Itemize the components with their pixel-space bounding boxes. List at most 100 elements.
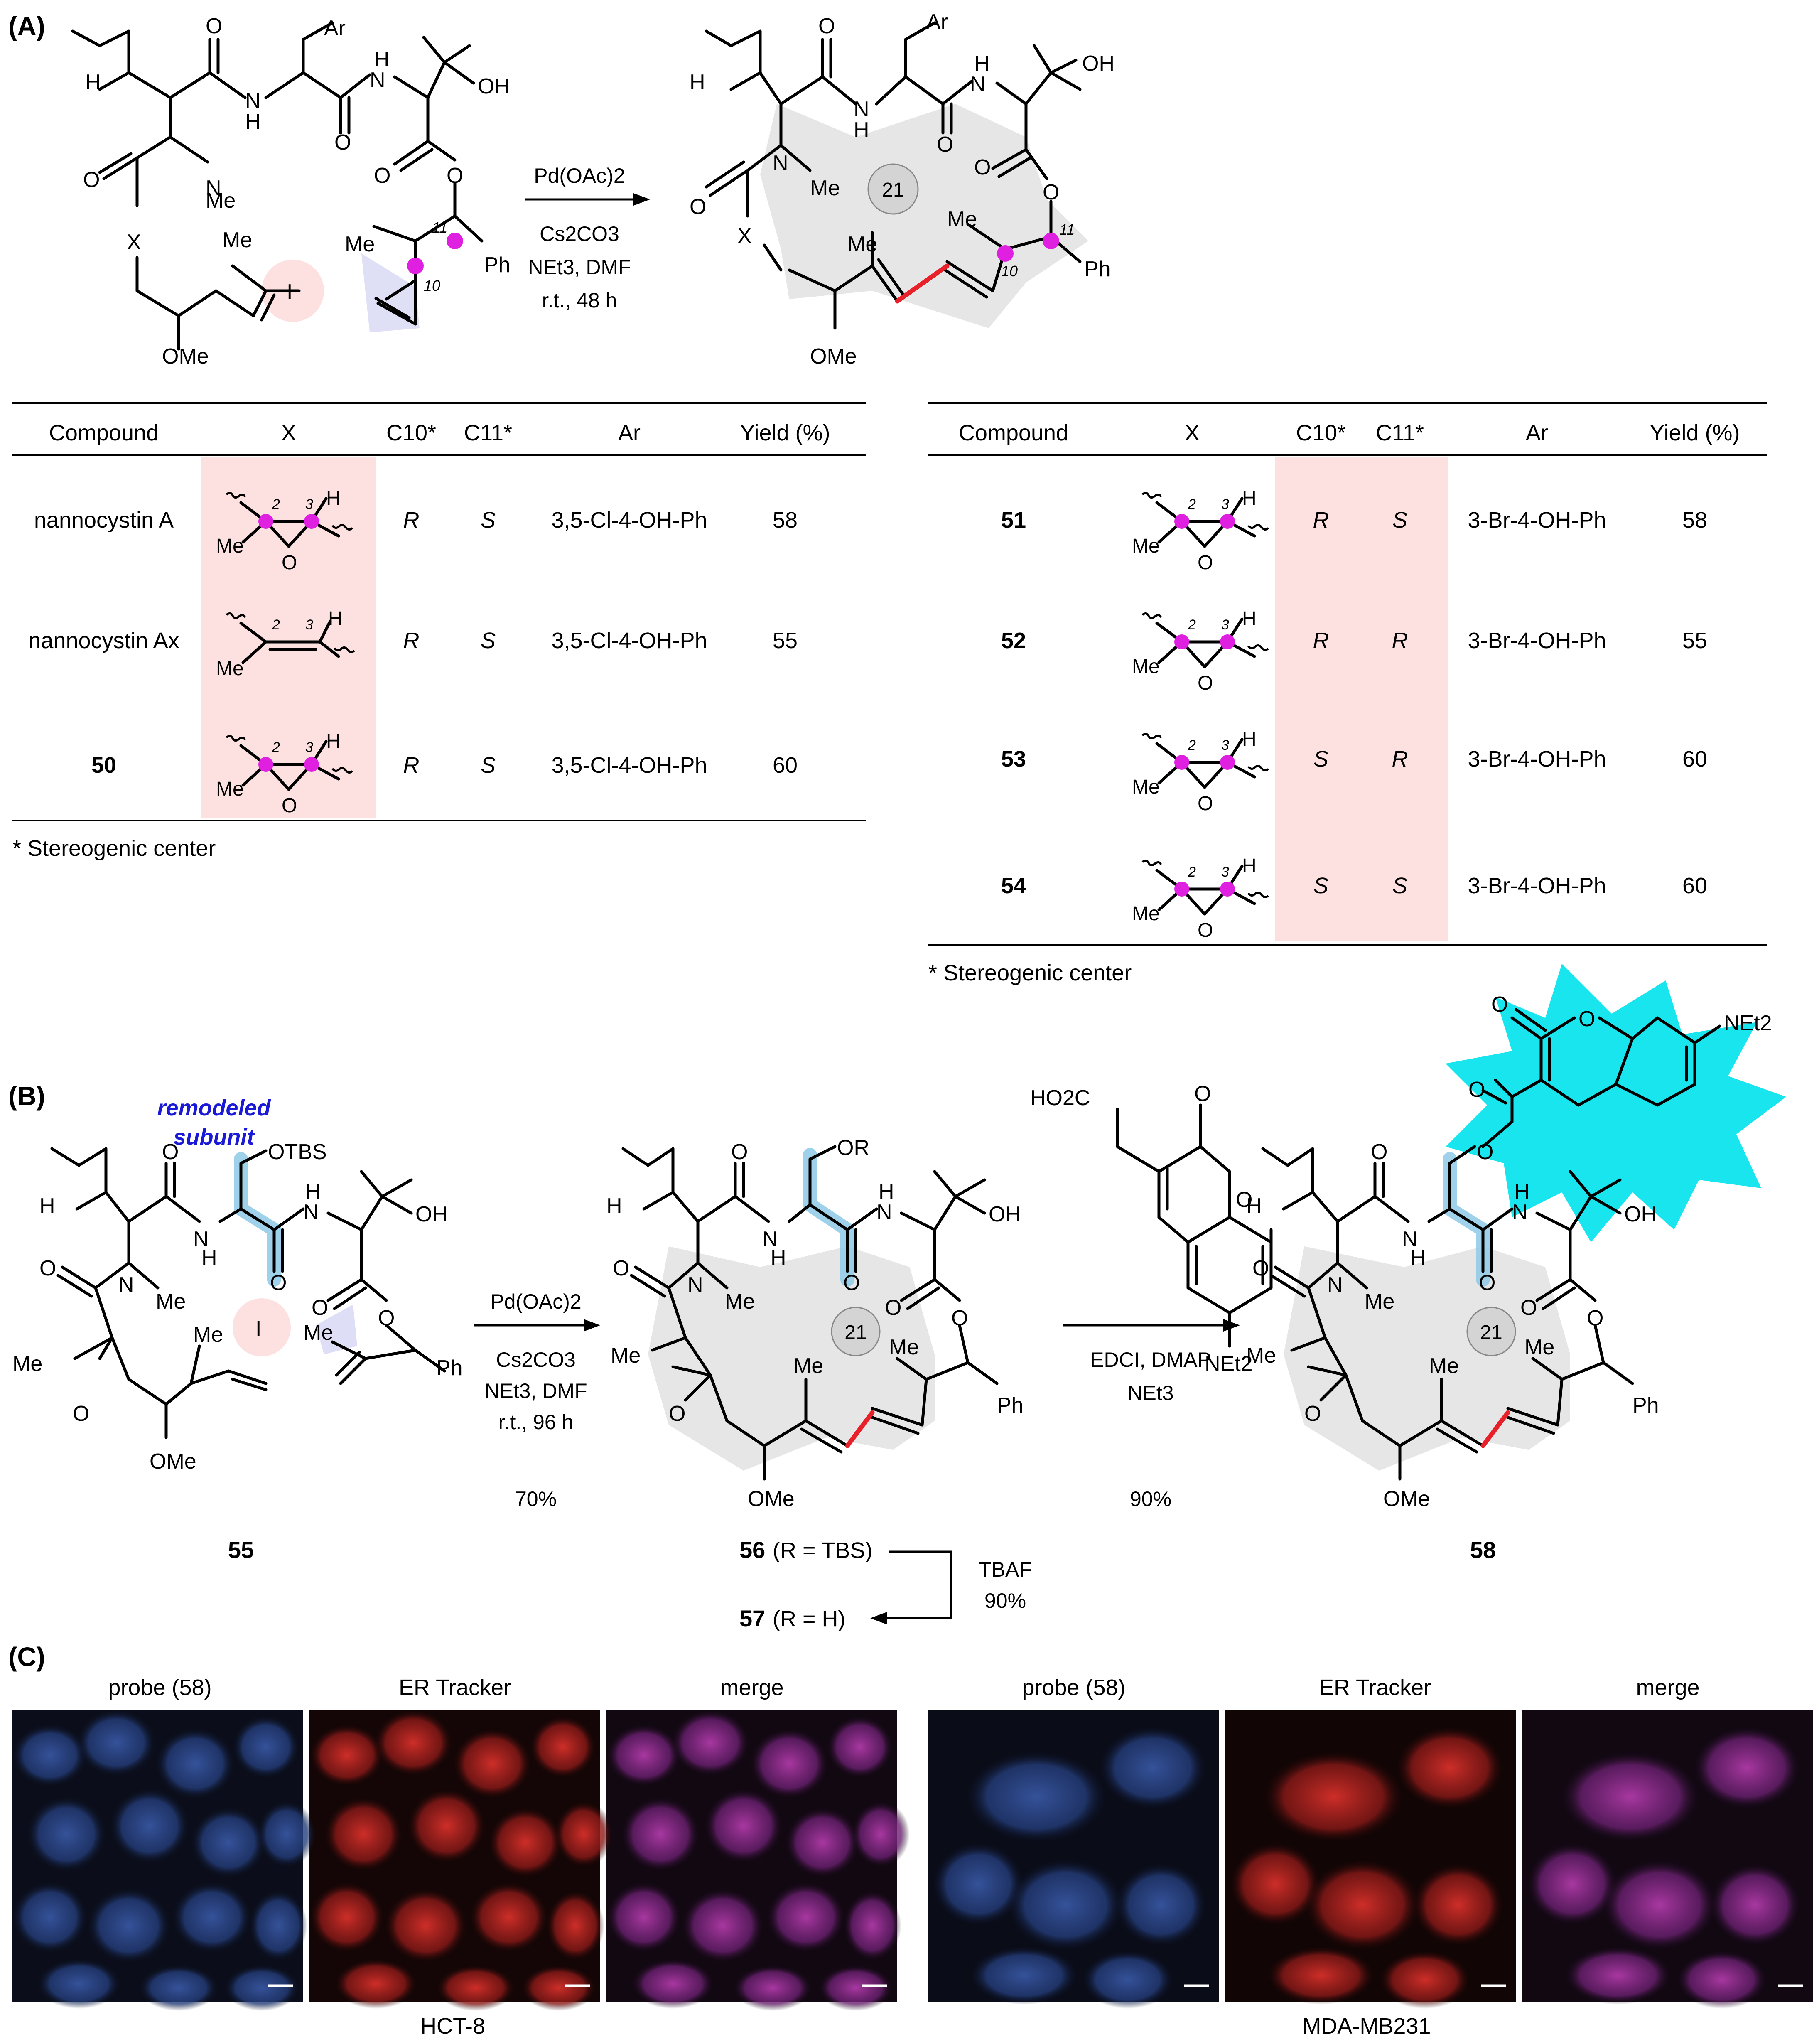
atom-n: N [1402,1227,1418,1251]
atom-o: O [1479,1271,1495,1295]
compound-number: 58 [1470,1537,1496,1563]
column-header: Yield (%) [1650,420,1740,445]
atom-h: H [305,1179,321,1204]
cell-blob [785,1807,860,1878]
atom-o: O [669,1402,685,1426]
compound-56-labels: OR H O N H O N H OH O O N Me O Me O Me M… [606,1136,1024,1631]
cell-blob [530,1716,596,1778]
cell-blob [1099,1726,1207,1809]
table-cell: 60 [1682,873,1707,898]
atom-me: Me [1246,1344,1276,1368]
atom-h: H [374,47,390,71]
table-cell: R [1392,747,1408,771]
table-cell: S [481,628,496,653]
atom-o: O [1194,1082,1211,1106]
cell-blob [12,1882,87,1953]
atom-o: O [613,1256,629,1280]
table-cell: 55 [773,628,798,653]
cell-blob [933,1843,1024,1926]
reagent-text: r.t., 48 h [542,289,617,312]
cell-blob [606,1882,681,1953]
macrocycle-labels-a: Ar H O N H O N H OH O O N Me O X Me OMe … [690,10,1114,369]
cell-blob [1676,1951,1767,2009]
atom-n: N [876,1200,892,1224]
cell-blob [436,1965,515,2011]
epoxide-fragment: Me O H 2 3 [216,487,352,574]
compound-55-labels: OTBS H O N H O N H OH O O N Me O Me O Me… [12,1140,463,1563]
footnote: * Stereogenic center [928,961,1132,985]
cell-blob [1560,1751,1701,1843]
yield-text: 70% [515,1487,557,1511]
reaction-arrow-b1 [474,1319,600,1332]
atom-o: O [1520,1296,1537,1320]
atom-n: N [970,72,986,96]
atom-n: N [1327,1273,1343,1297]
table-cell: R [1392,628,1408,653]
cell-blob [852,1801,910,1867]
atom-me: Me [810,176,840,200]
epoxide-fragment: Me O H 2 3 [1132,608,1268,694]
table-cell: nannocystin A [34,508,174,533]
table-cell: R [1313,508,1329,533]
atom-o: O [282,795,297,817]
atom-o: O [937,133,953,157]
atom-me: Me [12,1352,42,1376]
atom-me: Me [1132,903,1160,925]
atom-i: I [255,1317,261,1341]
locant-11: 11 [1059,221,1075,238]
atom-h: H [326,730,341,752]
atom-h: H [326,487,341,509]
cell-blob [1412,1863,1504,1946]
stereocenter-dot [997,245,1014,262]
table-cell: S [1313,747,1328,771]
atom-o: O [1198,793,1213,815]
atom-o: O [843,1271,860,1295]
cell-blob [87,1888,170,1963]
yield-text: 90% [1130,1487,1171,1511]
cell-blob [139,1965,218,2011]
column-header: X [281,420,296,445]
atom-o: O [1198,919,1213,941]
atom-o: O [73,1402,89,1426]
cell-line-label: MDA-MB231 [1302,2014,1431,2039]
table-cell: nannocystin Ax [28,628,179,653]
cell-blob [1007,1859,1124,1951]
atom-ome: OMe [810,344,857,369]
atom-o: O [951,1306,968,1330]
table-cell: S [1392,508,1407,533]
table-cell: 58 [1682,508,1707,533]
atom-h: H [1242,855,1257,877]
atom-h: H [854,118,869,142]
epoxide-fragment: Me O H 2 3 [216,730,352,817]
micrograph-label: probe (58) [1022,1675,1125,1700]
cell-blob [750,1728,829,1799]
locant-3: 3 [1221,864,1229,880]
footnote: * Stereogenic center [12,836,216,861]
atom-n: N [193,1227,209,1251]
locant-2: 2 [272,496,280,512]
stereocenter-dot [1043,233,1059,249]
atom-net2: NEt2 [1205,1352,1253,1376]
micrograph-label: probe (58) [108,1675,211,1700]
atom-o: O [1477,1140,1493,1164]
cell-blob [224,1965,299,2011]
panel-label-c: (C) [8,1642,45,1672]
atom-o: O [1491,993,1508,1017]
atom-h: H [771,1246,786,1270]
atom-oh: OH [478,74,510,98]
atom-me: Me [1132,776,1160,798]
table-cell: 54 [1001,873,1026,898]
locant-3: 3 [305,617,313,633]
table-cell: 3-Br-4-OH-Ph [1468,628,1606,653]
cell-blob [555,1801,613,1867]
remodeled-label: remodeled [157,1096,271,1120]
cell-blob [1304,1859,1421,1951]
atom-h: H [245,110,261,134]
column-header: X [1185,420,1200,445]
atom-me: Me [193,1323,223,1347]
locant-2: 2 [1188,864,1196,880]
atom-o: O [270,1271,287,1295]
atom-x: X [127,230,141,254]
table-cell: S [481,508,496,533]
